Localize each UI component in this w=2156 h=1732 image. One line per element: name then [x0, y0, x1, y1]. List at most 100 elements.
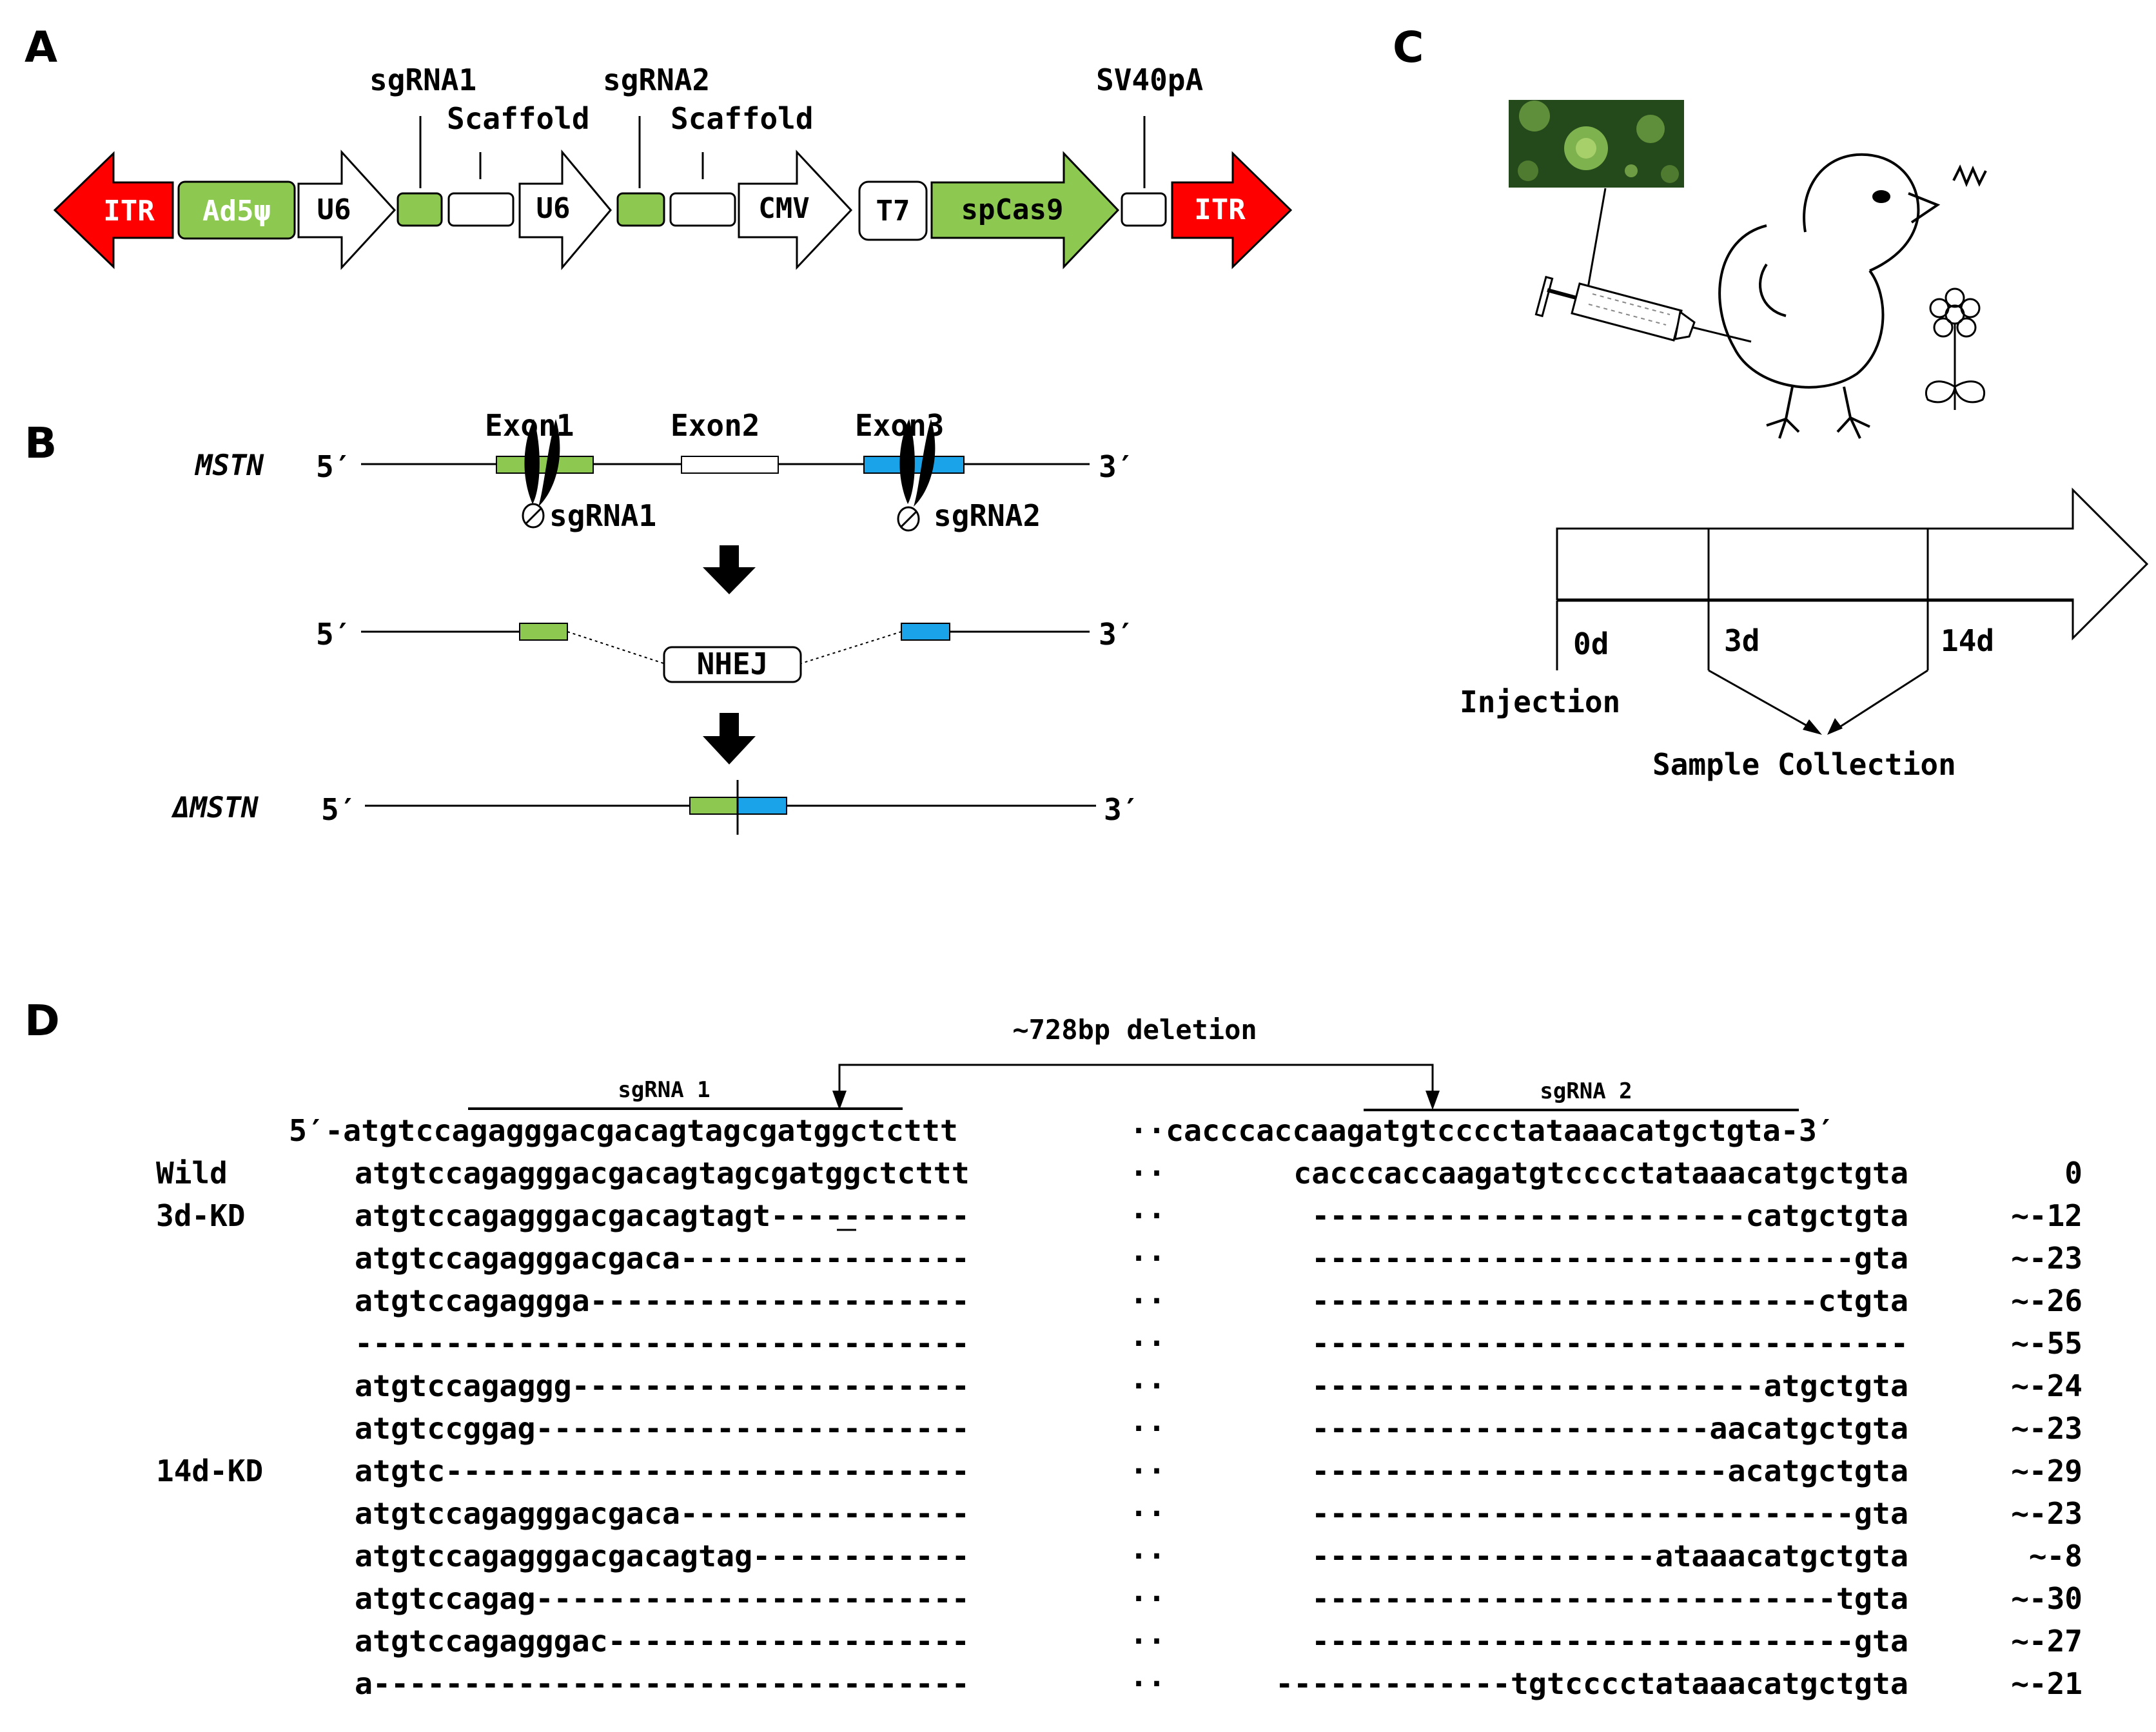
svg-text:atgtccggag--------------------: atgtccggag------------------------	[355, 1411, 970, 1446]
panel-b: B MSTN 5′ 3′ Exon1 Exon2 Exon3 sgRNA1 sg…	[24, 408, 1139, 835]
itr-left-arrow	[53, 151, 174, 269]
u6-arrow-1	[297, 150, 397, 270]
nhej-3prime: 3′	[1099, 617, 1134, 652]
svg-text:atgtccagaggga-----------------: atgtccagaggga---------------------	[355, 1283, 970, 1318]
svg-text:14d-KD: 14d-KD	[156, 1454, 263, 1488]
svg-text:~-29: ~-29	[2011, 1454, 2082, 1488]
timeline-day14: 14d	[1941, 623, 1994, 658]
svg-text:------------------------------: ------------------------------gta	[1311, 1241, 1908, 1276]
gap-dots: ··	[1130, 1113, 1166, 1148]
u6-2-label: U6	[536, 192, 571, 225]
scaffold1-box	[447, 192, 514, 227]
panel-a: A ITR Ad5ψ U6 U6 CMV T7 spCas9	[24, 23, 1293, 271]
itr-right-label: ITR	[1194, 193, 1246, 226]
svg-text:~-24: ~-24	[2011, 1368, 2082, 1403]
svg-text:atgtccagagggacgacagtagt-------: atgtccagagggacgacagtagt-----------	[355, 1198, 970, 1233]
sgrna1-label: sgRNA1	[369, 63, 476, 97]
exon1-box	[496, 456, 594, 474]
svg-text:atgtccagagggacgaca------------: atgtccagagggacgaca----------------	[355, 1496, 970, 1531]
svg-text:----------------------aacatgct: ----------------------aacatgctgta	[1311, 1411, 1908, 1446]
svg-text:Wild: Wild	[156, 1156, 228, 1191]
t7-label: T7	[876, 195, 910, 228]
gap-dots: ··	[1130, 1411, 1166, 1446]
sequence-row: 14d-KD atgtc----------------------------…	[156, 1454, 2082, 1488]
sequence-row: Wild atgtccagagggacgacagtagcgatggctcttt …	[156, 1156, 2082, 1191]
timeline-day3: 3d	[1724, 623, 1759, 658]
sequence-row: atgtccagag------------------------ ·· --…	[355, 1581, 2082, 1616]
nhej-exon3-fragment	[901, 623, 950, 641]
panel-label-b: B	[24, 418, 57, 468]
sequence-row: atgtccagagggacgaca---------------- ·· --…	[355, 1241, 2082, 1276]
scaffold1-label: Scaffold	[447, 101, 590, 136]
gap-dots: ··	[1130, 1539, 1166, 1573]
itr-right-arrow	[1171, 151, 1293, 269]
reference-left-seq: 5′-atgtccagagggacgacagtagcgatggctcttt	[289, 1113, 958, 1148]
cmv-label: CMV	[758, 192, 809, 225]
sequence-row: 3d-KD atgtccagagggacgacagtagt-----------…	[156, 1198, 2082, 1233]
svg-text:~-23: ~-23	[2011, 1496, 2082, 1531]
gap-dots: ··	[1130, 1241, 1166, 1276]
svg-text:~-55: ~-55	[2011, 1326, 2082, 1361]
svg-text:-------------------------atgct: -------------------------atgctgta	[1311, 1368, 1908, 1403]
svg-text:cacccaccaagatgtcccctataaacatgc: cacccaccaagatgtcccctataaacatgctgta	[1293, 1156, 1908, 1191]
gap-dots: ··	[1130, 1326, 1166, 1361]
ad5-label: Ad5ψ	[202, 195, 271, 228]
timeline-day0: 0d	[1573, 627, 1609, 661]
gap-dots: ··	[1130, 1198, 1166, 1233]
sgrna1-d-label: sgRNA 1	[618, 1077, 710, 1103]
gap-dots: ··	[1130, 1454, 1166, 1488]
scissors-icon	[897, 419, 936, 532]
gap-dots: ··	[1130, 1496, 1166, 1531]
flower-icon	[1925, 287, 1986, 410]
svg-text:3d-KD: 3d-KD	[156, 1198, 245, 1233]
svg-text:~-23: ~-23	[2011, 1411, 2082, 1446]
sgrna2-b-label: sgRNA2	[934, 498, 1041, 533]
panel-label-d: D	[24, 996, 60, 1046]
u6-arrow-2	[518, 149, 612, 271]
sgrna1-box	[397, 192, 443, 227]
sequence-row: atgtccagaggga--------------------- ·· --…	[355, 1283, 2082, 1318]
ad5-box	[177, 180, 296, 240]
svg-text:atgtccagagggacgacagtagcgatggct: atgtccagagggacgacagtagcgatggctcttt	[355, 1156, 970, 1191]
timeline-arrow	[1556, 487, 2149, 641]
svg-text:~-27: ~-27	[2011, 1624, 2082, 1659]
delta-mstn-label: ΔMSTN	[171, 792, 259, 824]
svg-text:------------------------------: ------------------------------gta	[1311, 1624, 1908, 1659]
svg-text:----------------------------ct: ----------------------------ctgta	[1311, 1283, 1908, 1318]
virus-image	[1509, 100, 1684, 188]
panel-label-c: C	[1393, 23, 1424, 72]
delta-exon1-fragment	[689, 797, 738, 815]
down-arrow	[703, 545, 756, 594]
sequence-row: atgtccagagggacgacagtag------------ ·· --…	[355, 1539, 2082, 1573]
scissors-icon	[522, 419, 560, 529]
mstn-5prime: 5′	[316, 449, 351, 484]
gap-dots: ··	[1130, 1368, 1166, 1403]
svg-text:-----------------------acatgct: -----------------------acatgctgta	[1311, 1454, 1908, 1488]
gap-dots: ··	[1130, 1581, 1166, 1616]
mstn-gene-label: MSTN	[194, 449, 264, 482]
svg-text:~-21: ~-21	[2011, 1666, 2082, 1701]
itr-left-label: ITR	[103, 195, 155, 228]
delta-exon3-fragment	[737, 797, 787, 815]
spcas9-label: spCas9	[961, 193, 1064, 226]
svg-text:a-----------------------------: a---------------------------------	[355, 1666, 970, 1701]
delta-5prime: 5′	[321, 792, 357, 827]
svg-text:atgtccagagggac----------------: atgtccagagggac--------------------	[355, 1624, 970, 1659]
svg-text:~-12: ~-12	[2011, 1198, 2082, 1233]
svg-text:~-8: ~-8	[2029, 1539, 2082, 1573]
sequence-rows: Wild atgtccagagggacgacagtagcgatggctcttt …	[156, 1156, 2082, 1701]
svg-text:------------------------------: ---------------------------------	[1311, 1326, 1908, 1361]
scaffold2-box	[669, 192, 736, 227]
svg-text:------------------------------: ------------------------------gta	[1311, 1496, 1908, 1531]
gap-dots: ··	[1130, 1283, 1166, 1318]
sample-collection-label: Sample Collection	[1652, 747, 1956, 782]
down-arrow	[703, 713, 756, 764]
exon2-box	[681, 456, 779, 474]
sequence-row: a--------------------------------- ·· --…	[355, 1666, 2082, 1701]
nhej-5prime: 5′	[316, 617, 351, 652]
deletion-bracket	[838, 1064, 1434, 1099]
exon2-label: Exon2	[671, 408, 760, 443]
svg-text:-----------------------------t: -----------------------------tgta	[1311, 1581, 1908, 1616]
sgrna2-d-label: sgRNA 2	[1540, 1078, 1632, 1104]
